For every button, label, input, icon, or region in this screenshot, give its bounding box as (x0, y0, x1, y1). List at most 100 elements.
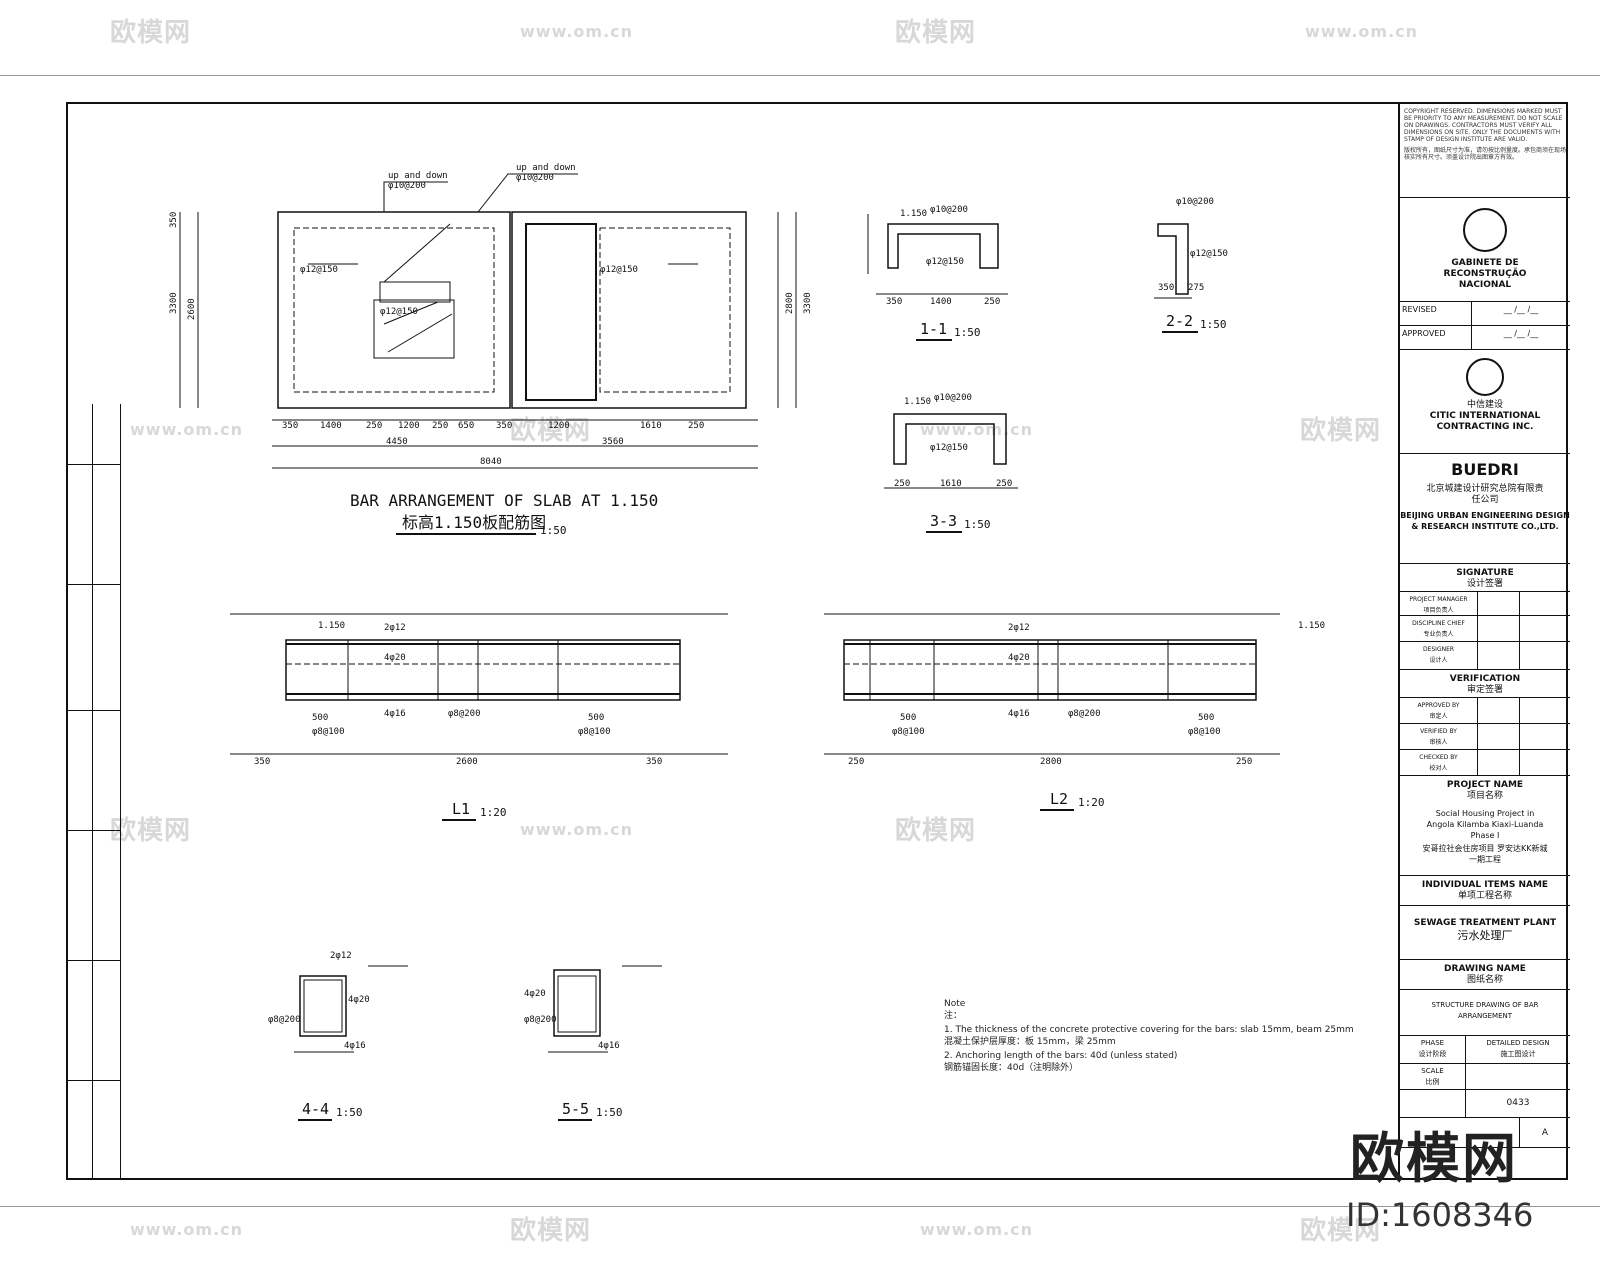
sec22-bar: φ12@150 (1190, 249, 1228, 259)
watermark-url: www.om.cn (520, 820, 634, 839)
item-name: SEWAGE TREATMENT PLANT (1413, 918, 1557, 928)
rebar-tag: up and down (388, 171, 448, 181)
sec44-bar: φ8@200 (268, 1015, 301, 1025)
brand-id: ID:1608346 (1346, 1196, 1534, 1234)
sec22-dim: 350 (1158, 283, 1174, 293)
rebar-tag: φ10@200 (516, 173, 554, 183)
watermark-url: www.om.cn (520, 22, 634, 41)
rebar-tag: φ12@150 (300, 265, 338, 275)
plan-dim: 250 (366, 421, 382, 431)
l2-dim: 250 (848, 757, 864, 767)
sheet-no (1400, 1118, 1520, 1147)
main-plan-scale: 1:50 (540, 524, 567, 537)
note-line: 钢筋锚固长度：40d（注明除外） (944, 1061, 1078, 1073)
sec11-bar: φ12@150 (926, 257, 964, 267)
beam-scale-l2: 1:20 (1078, 796, 1105, 809)
plan-total: 8040 (480, 457, 502, 467)
watermark-logo: 欧模网 (110, 816, 192, 846)
project-cell: PROJECT NAME 项目名称 Social Housing Project… (1400, 776, 1570, 876)
watermark-logo: 欧模网 (510, 1216, 592, 1246)
l2-dim: 250 (1236, 757, 1252, 767)
l2-bar: φ8@100 (892, 727, 925, 737)
number-row: 0433 (1400, 1090, 1570, 1118)
revised-date: __ /__ /__ (1503, 305, 1539, 314)
note-title-cn: 注： (944, 1009, 962, 1021)
l2-bar: 4φ20 (1008, 653, 1030, 663)
plan-total: 4450 (386, 437, 408, 447)
citic-cell: 中信建设 CITIC INTERNATIONAL CONTRACTING INC… (1400, 350, 1570, 454)
sec33-bar: φ12@150 (930, 443, 968, 453)
buedri-name-cn: 北京城建设计研究总院有限责任公司 (1426, 484, 1544, 505)
project-name-label: PROJECT NAME (1446, 780, 1524, 790)
section-scale-5-5: 1:50 (596, 1106, 623, 1119)
structural-drawing: 350 1400 250 1200 250 650 350 1200 1610 … (169, 163, 1354, 1121)
l2-bar: 4φ16 (1008, 709, 1030, 719)
l1-bar: 4φ16 (384, 709, 406, 719)
number-label (1400, 1090, 1466, 1117)
verify-signature (1520, 698, 1570, 723)
sheet-row: A (1400, 1118, 1570, 1148)
beam-scale-l1: 1:20 (480, 806, 507, 819)
verify-name (1478, 724, 1520, 749)
plan-dim: 350 (496, 421, 512, 431)
plan-dim-left: 2600 (187, 298, 197, 320)
strip-cell (66, 1080, 120, 1178)
sec44-bar: 2φ12 (330, 951, 352, 961)
left-revision-strip (66, 404, 121, 1178)
sec33-bar: φ10@200 (934, 393, 972, 403)
l2-elev: 1.150 (1298, 621, 1325, 631)
section-scale-4-4: 1:50 (336, 1106, 363, 1119)
beam-label-l1: L1 (452, 800, 470, 818)
sign-name (1478, 616, 1520, 641)
sec11-dim: 250 (984, 297, 1000, 307)
individual-items-header: INDIVIDUAL ITEMS NAME 单项工程名称 (1400, 876, 1570, 906)
sec33-dim: 250 (996, 479, 1012, 489)
project-name: Social Housing Project in Angola Kilamba… (1426, 809, 1544, 840)
pit-inner (379, 281, 451, 303)
l2-bar: φ8@200 (1068, 709, 1101, 719)
strip-cell (66, 830, 120, 960)
plan-dim: 350 (282, 421, 298, 431)
title-block: COPYRIGHT RESERVED. DIMENSIONS MARKED MU… (1398, 104, 1572, 1178)
watermark-url: www.om.cn (920, 1220, 1034, 1239)
copyright-text: COPYRIGHT RESERVED. DIMENSIONS MARKED MU… (1404, 108, 1563, 143)
watermark-logo: 欧模网 (1300, 1216, 1382, 1246)
note-line: 2. Anchoring length of the bars: 40d (un… (944, 1051, 1177, 1061)
section-label-5-5: 5-5 (562, 1100, 589, 1118)
slab-plan-right (511, 211, 747, 409)
rebar-tag: φ12@150 (600, 265, 638, 275)
section-label-4-4: 4-4 (302, 1100, 329, 1118)
watermark-logo: 欧模网 (895, 18, 977, 48)
sign-name (1478, 592, 1520, 615)
sec44-bar: 4φ16 (344, 1041, 366, 1051)
watermark-logo: 欧模网 (1300, 416, 1382, 446)
sec33-dim: 250 (894, 479, 910, 489)
emblem-icon (1463, 208, 1507, 252)
brand-logo: 欧模网 (1350, 1127, 1518, 1190)
l1-dim: 350 (646, 757, 662, 767)
drawing-name-header: DRAWING NAME 图纸名称 (1400, 960, 1570, 990)
copyright-text-cn: 版权所有，图纸尺寸为准，请勿按比例量度。承包商须在现场核实所有尺寸。须盖设计院出… (1404, 147, 1567, 161)
sec44-beam (299, 975, 347, 1037)
drawing-sheet (0, 75, 1600, 1207)
drawing-name: STRUCTURE DRAWING OF BAR ARRANGEMENT (1431, 1001, 1539, 1020)
plan-dim: 1610 (640, 421, 662, 431)
plan-dim: 1200 (548, 421, 570, 431)
project-name-cn-label: 项目名称 (1466, 791, 1503, 801)
drawing-name-label: DRAWING NAME (1444, 964, 1526, 974)
signature-label: SIGNATURE (1456, 568, 1514, 578)
strip-cell (66, 960, 120, 1080)
verify-name (1478, 698, 1520, 723)
watermark-url: www.om.cn (1305, 22, 1419, 41)
strip-cell (66, 710, 120, 830)
l1-dim: 2600 (456, 757, 478, 767)
section-label-1-1: 1-1 (920, 320, 947, 338)
verify-signature (1520, 724, 1570, 749)
